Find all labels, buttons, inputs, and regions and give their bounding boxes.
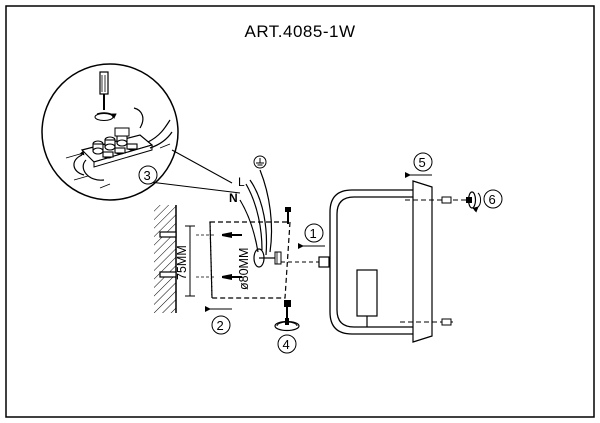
wall-section	[154, 205, 177, 313]
earth-icon	[253, 155, 267, 169]
lamp-fixture	[329, 180, 482, 343]
step-3-label: 3	[144, 168, 151, 183]
supply-wires: L N	[229, 155, 273, 256]
step-1-marker: 1	[298, 223, 325, 249]
step4-cap-icon	[274, 318, 300, 332]
screwdriver-icon	[94, 71, 117, 121]
height-dimension-label: 75MM	[175, 245, 189, 280]
step-6-label: 6	[489, 192, 496, 207]
step-4-marker: 4	[277, 334, 297, 354]
step-1-label: 1	[310, 226, 317, 241]
neutral-wire-label: N	[229, 191, 238, 205]
knob-icon	[466, 191, 482, 213]
connection-point	[281, 256, 330, 268]
step-3-marker: 3	[138, 165, 158, 185]
page-border	[5, 5, 595, 418]
line-wire-label: L	[238, 175, 245, 189]
mounting-plate: ø80MM	[196, 207, 291, 318]
step-5-marker: 5	[405, 152, 433, 178]
step-2-label: 2	[217, 318, 224, 333]
diameter-dimension-label: ø80MM	[237, 248, 251, 290]
top-screw-icon	[285, 207, 291, 224]
height-dimension: 75MM	[175, 225, 195, 297]
bottom-screw-icon	[284, 300, 291, 318]
step-4-label: 4	[283, 337, 290, 352]
terminal-detail	[41, 63, 241, 201]
step-2-marker: 2	[205, 306, 232, 335]
step-5-label: 5	[419, 155, 426, 170]
diagram-title: ART.4085-1W	[244, 22, 356, 41]
step-6-marker: 6	[483, 189, 503, 209]
terminal-block-icon	[65, 107, 173, 189]
